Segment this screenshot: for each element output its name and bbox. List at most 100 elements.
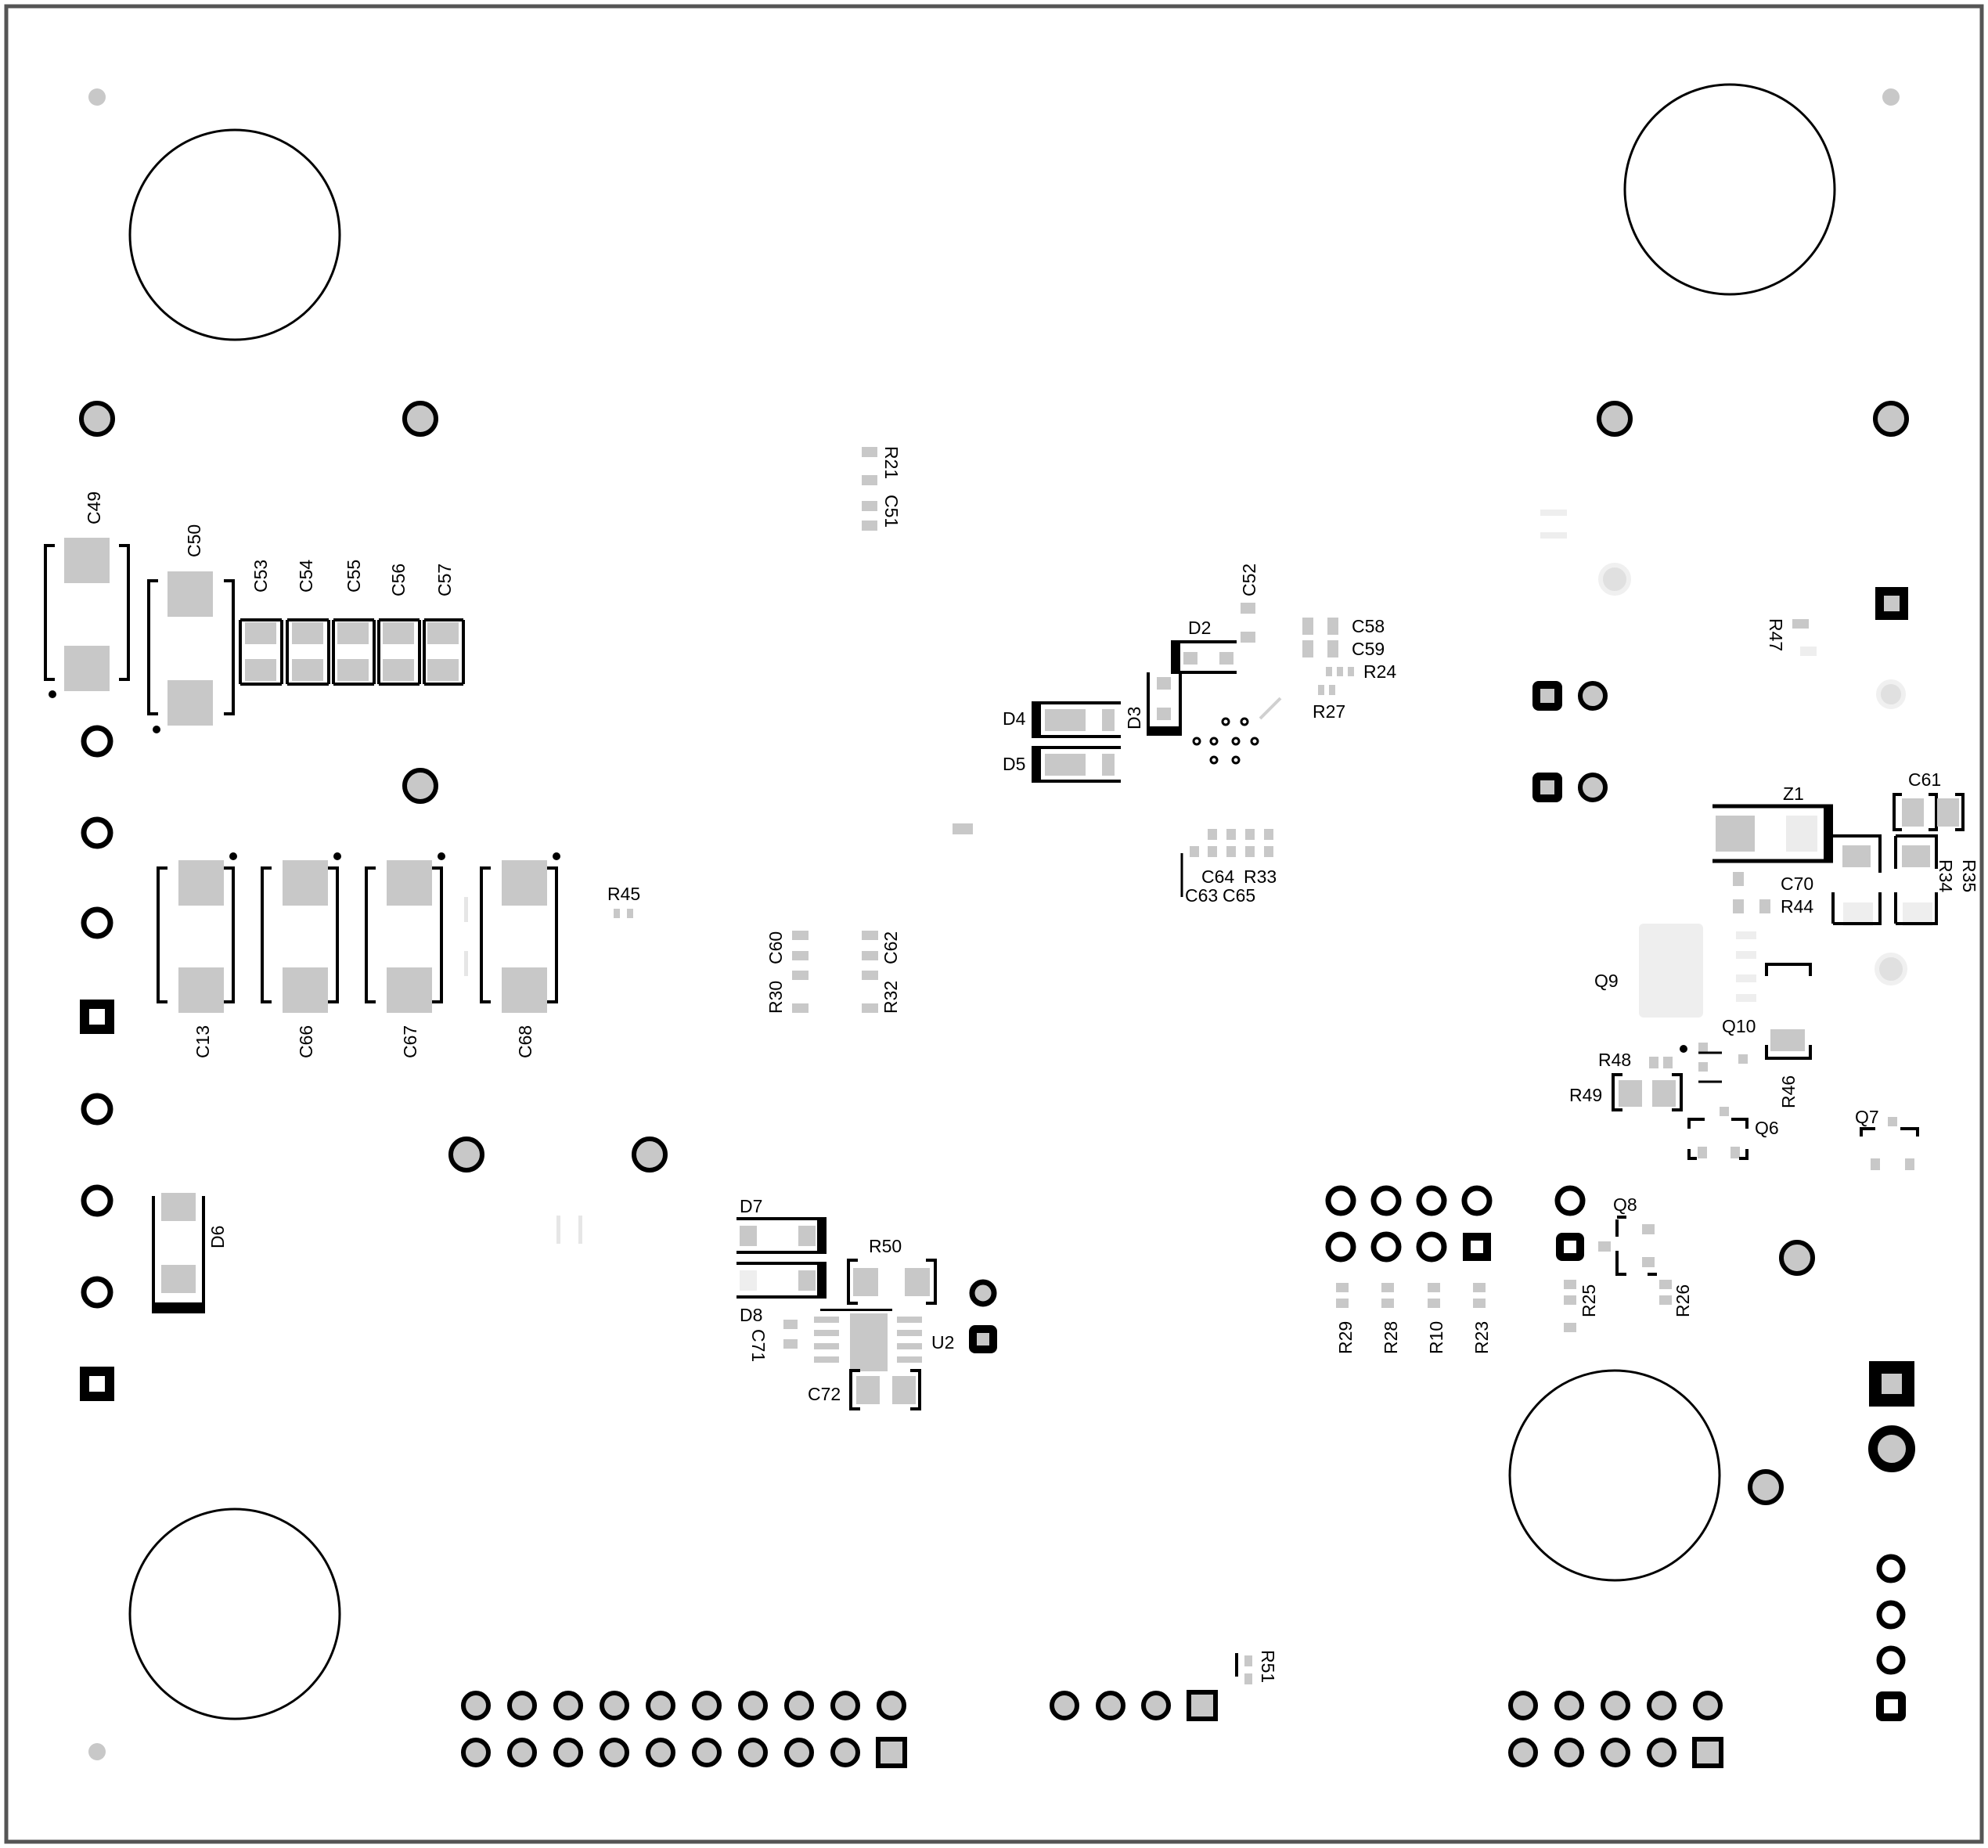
label-C64: C64 xyxy=(1201,866,1234,887)
label-C61: C61 xyxy=(1908,769,1941,790)
label-Q7: Q7 xyxy=(1855,1107,1879,1127)
label-R29: R29 xyxy=(1335,1321,1356,1354)
transistor-Q8 xyxy=(1615,1216,1657,1276)
via-cluster xyxy=(1192,717,1259,765)
label-D2: D2 xyxy=(1188,618,1211,638)
transistor-Q7 xyxy=(1860,1127,1919,1137)
label-D3: D3 xyxy=(1124,707,1144,729)
res-R49 xyxy=(1612,1073,1683,1111)
diode-D5 xyxy=(1032,746,1121,783)
smd-pads-small xyxy=(614,447,1914,1684)
label-R45: R45 xyxy=(607,884,640,904)
label-C53: C53 xyxy=(250,560,271,593)
label-R21: R21 xyxy=(881,446,902,479)
label-C72: C72 xyxy=(808,1384,841,1404)
label-C57: C57 xyxy=(434,564,455,596)
cap-C50 xyxy=(147,571,235,733)
label-Z1: Z1 xyxy=(1783,784,1804,804)
caps-C13-C68 xyxy=(157,866,558,1003)
ic-U2 xyxy=(814,1309,922,1371)
label-D5: D5 xyxy=(1003,754,1025,774)
label-C52: C52 xyxy=(1239,564,1259,596)
label-C59: C59 xyxy=(1352,639,1385,659)
label-R25: R25 xyxy=(1579,1284,1599,1317)
cap-C61 xyxy=(1893,793,1965,831)
box-R46 xyxy=(1765,963,1812,1060)
label-R51: R51 xyxy=(1258,1650,1278,1683)
label-C51: C51 xyxy=(881,495,902,528)
label-R27: R27 xyxy=(1313,701,1345,722)
caps-C53-C57 xyxy=(239,618,465,686)
label-C71: C71 xyxy=(748,1329,769,1362)
q10-dashes xyxy=(1698,1051,1722,1083)
diode-D3 xyxy=(1147,672,1182,736)
mid-header-2x4 xyxy=(1325,1185,1493,1263)
label-C50: C50 xyxy=(184,524,204,557)
label-C58: C58 xyxy=(1352,616,1385,636)
label-R44: R44 xyxy=(1781,896,1813,917)
label-R47: R47 xyxy=(1766,618,1786,651)
diode-D4 xyxy=(1032,701,1121,738)
right-header-1x4 xyxy=(1876,1554,1906,1675)
faint-components xyxy=(1540,510,1932,1018)
label-D7: D7 xyxy=(740,1196,762,1216)
pads-2x2 xyxy=(1532,681,1608,802)
zener-Z1 xyxy=(1712,804,1833,863)
res-R34-R35 xyxy=(1831,834,1938,925)
label-D4: D4 xyxy=(1003,708,1026,729)
bottom-right-header-2x5 xyxy=(1508,1691,1723,1768)
label-C62: C62 xyxy=(881,931,901,964)
label-R26: R26 xyxy=(1673,1284,1693,1317)
fiducials xyxy=(88,88,1900,1760)
label-Q9: Q9 xyxy=(1594,971,1619,991)
faint-pads xyxy=(1598,563,1907,985)
label-R28: R28 xyxy=(1381,1321,1401,1354)
cap-C72 xyxy=(849,1369,921,1410)
label-R24: R24 xyxy=(1363,661,1396,682)
label-R46: R46 xyxy=(1778,1075,1799,1108)
label-C13: C13 xyxy=(193,1025,213,1058)
label-R33: R33 xyxy=(1244,866,1277,887)
label-D6: D6 xyxy=(207,1226,228,1248)
label-R50: R50 xyxy=(869,1236,902,1256)
board-outline xyxy=(4,4,1984,1844)
left-connector xyxy=(80,725,114,1401)
label-C56: C56 xyxy=(388,564,409,596)
label-D8: D8 xyxy=(740,1305,762,1325)
label-R48: R48 xyxy=(1598,1050,1631,1070)
label-R23: R23 xyxy=(1471,1321,1492,1354)
label-R30: R30 xyxy=(765,981,786,1014)
diode-D7 xyxy=(736,1217,827,1254)
label-C63: C63 xyxy=(1185,885,1218,906)
label-C68: C68 xyxy=(515,1025,535,1058)
label-C65: C65 xyxy=(1223,885,1255,906)
label-R32: R32 xyxy=(881,981,901,1014)
bottom-header-1x4 xyxy=(1050,1690,1218,1721)
label-U2: U2 xyxy=(931,1332,954,1353)
label-C70: C70 xyxy=(1781,874,1813,894)
label-C67: C67 xyxy=(400,1025,420,1058)
diode-D2 xyxy=(1171,640,1237,674)
label-C54: C54 xyxy=(296,560,316,593)
transistor-Q6 xyxy=(1687,1118,1749,1160)
diode-D6 xyxy=(152,1193,205,1313)
diode-D8 xyxy=(736,1262,827,1299)
label-C55: C55 xyxy=(344,560,364,593)
designator-labels: C49 C50 C53 C54 C55 C56 C57 C13 C66 C67 … xyxy=(84,446,1979,1683)
label-C66: C66 xyxy=(296,1025,316,1058)
label-R10: R10 xyxy=(1426,1321,1446,1354)
label-C60: C60 xyxy=(765,931,786,964)
cap-C49 xyxy=(44,538,130,698)
large-round-pad xyxy=(1868,1425,1915,1472)
label-R35: R35 xyxy=(1959,859,1979,892)
label-R49: R49 xyxy=(1569,1085,1602,1105)
label-Q6: Q6 xyxy=(1755,1118,1779,1138)
label-R34: R34 xyxy=(1936,859,1956,892)
through-hole-pads xyxy=(79,401,1909,1505)
label-Q8: Q8 xyxy=(1613,1194,1637,1215)
mounting-holes xyxy=(128,83,1836,1720)
label-C49: C49 xyxy=(84,492,104,524)
bottom-header-2x10 xyxy=(461,1691,907,1768)
res-R50 xyxy=(847,1259,937,1305)
